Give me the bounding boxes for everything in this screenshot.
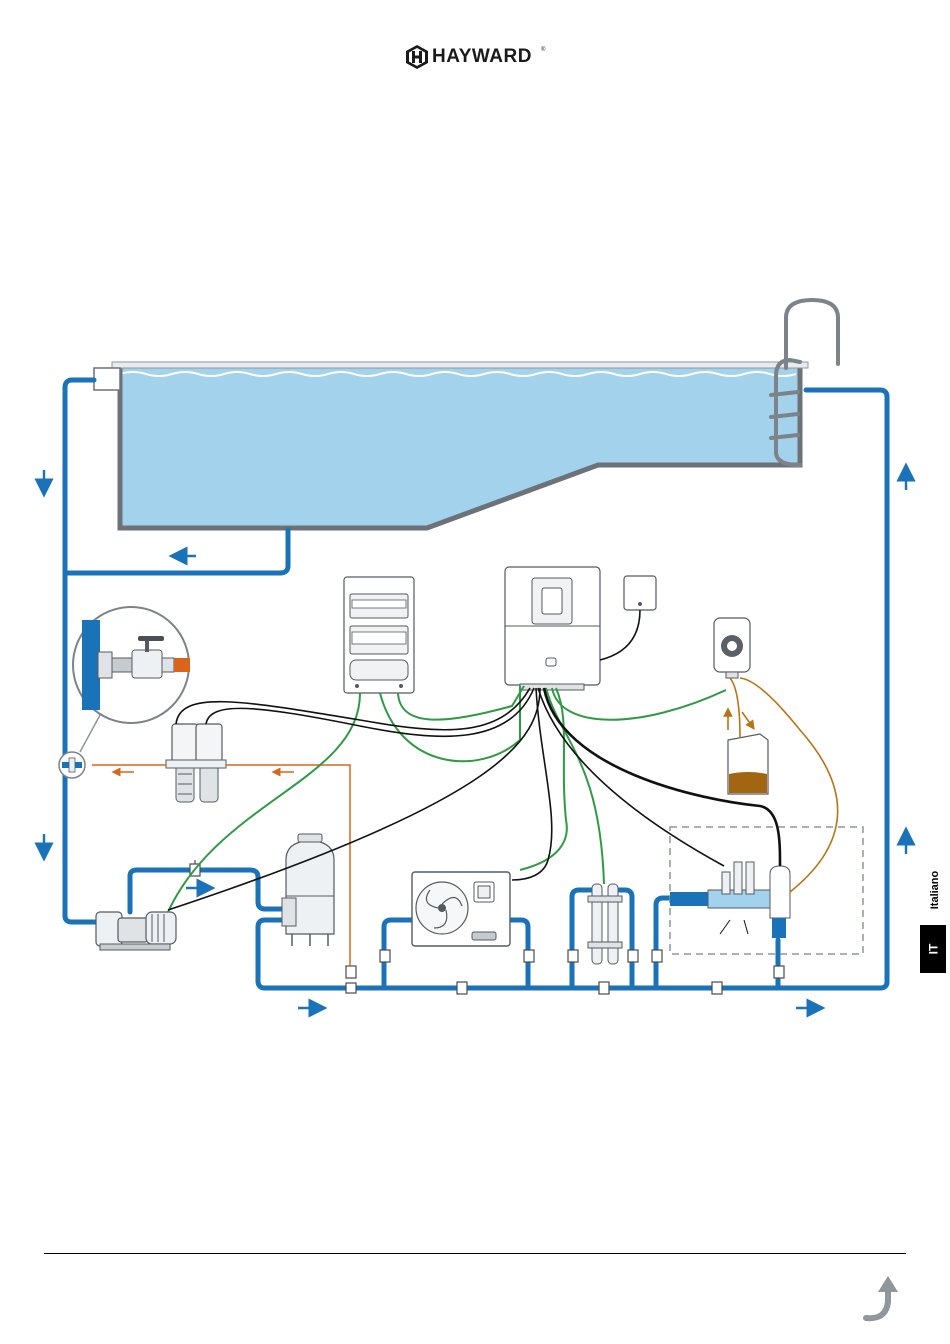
filter: [282, 834, 334, 946]
acid-container: [728, 734, 768, 794]
language-code: IT: [926, 944, 940, 955]
flow-switch-box: [624, 576, 656, 610]
heat-pump: [412, 872, 510, 946]
language-name: Italiano: [929, 860, 941, 920]
ph-dosing-pump: [714, 618, 750, 678]
footer-divider: [44, 1253, 906, 1254]
page-turn-arrow-icon[interactable]: [858, 1272, 910, 1324]
pool-basin: [112, 362, 808, 528]
skimmer: [94, 368, 120, 390]
language-tab[interactable]: IT: [920, 925, 946, 973]
pump: [96, 912, 176, 950]
probe-holders: [166, 724, 226, 802]
salt-chlorinator-control-unit: [505, 567, 600, 690]
electrical-panel: [344, 577, 414, 693]
detail-magnifier: [59, 607, 190, 778]
uv-steriliser: [588, 884, 622, 964]
electrolysis-cell: [670, 862, 790, 938]
language-label: Italiano: [919, 860, 947, 920]
